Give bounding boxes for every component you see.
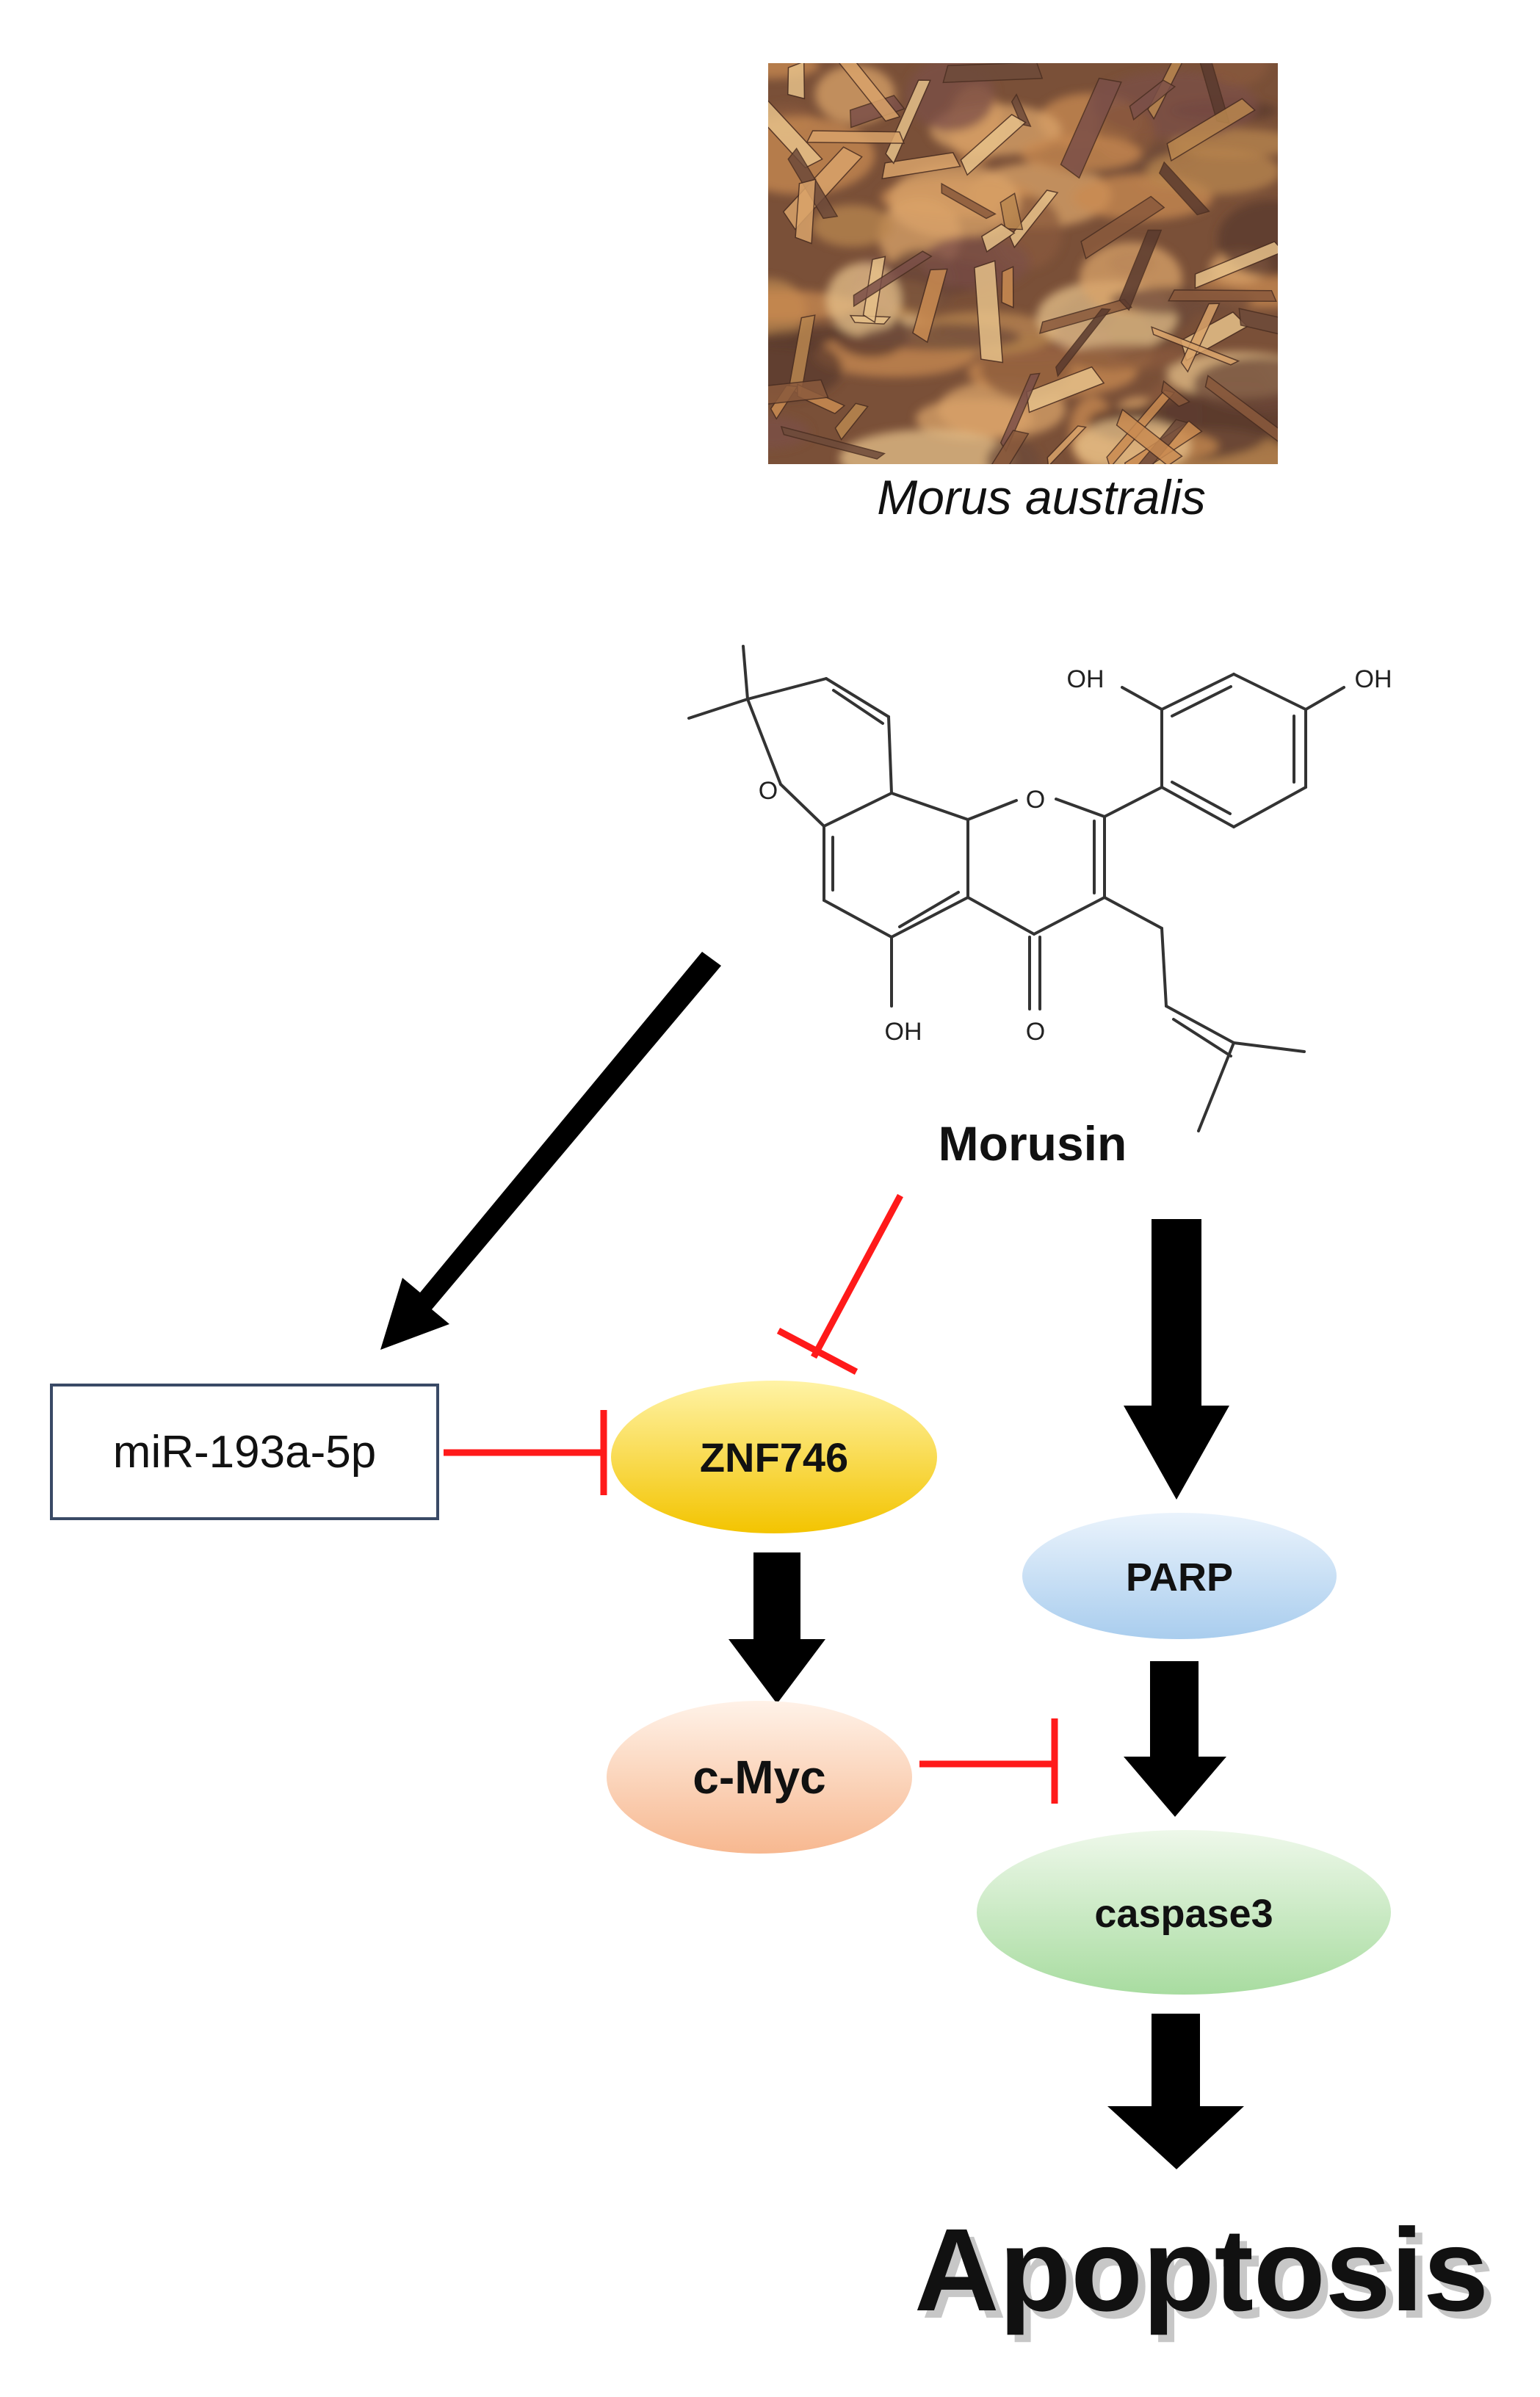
bark-patch: [1207, 63, 1268, 86]
bark-chip: [1238, 308, 1278, 338]
bark-chip: [823, 63, 901, 122]
bark-chip: [1080, 195, 1165, 260]
activation-arrows: [380, 952, 1244, 2169]
bark-chip: [1204, 375, 1278, 446]
bark-chip: [999, 372, 1041, 452]
inhibit-morusin-to-znf746: [776, 1193, 903, 1375]
caspase3-label: caspase3: [1094, 1892, 1273, 1936]
arrow-morusin-to-parp: [1124, 1219, 1229, 1500]
atom-label-oh: OH: [1067, 665, 1105, 693]
atom-label-o: O: [759, 777, 778, 805]
bark-chip: [1160, 380, 1191, 408]
bark-chip: [795, 178, 817, 245]
znf746-node: ZNF746: [611, 1381, 937, 1533]
bark-chip: [960, 114, 1027, 176]
bark-chip: [1129, 79, 1176, 121]
parp-node: PARP: [1022, 1513, 1337, 1639]
cmyc-label: c-Myc: [693, 1751, 825, 1804]
photo-caption: Morus australis: [877, 470, 1205, 524]
bark-chip: [980, 223, 1016, 253]
bark-chip: [942, 63, 1044, 84]
morusin-structure: [687, 645, 1345, 1132]
bark-patch: [1064, 344, 1188, 371]
bark-chip: [1158, 161, 1210, 216]
bark-chip: [1001, 265, 1014, 308]
bark-chip: [853, 250, 933, 308]
arrow-morusin-to-mir: [380, 952, 721, 1350]
atom-label-oh: OH: [1355, 665, 1392, 693]
znf746-label: ZNF746: [700, 1434, 848, 1480]
bark-patch: [839, 429, 1015, 464]
bark-patch: [1193, 357, 1278, 412]
caspase3-node: caspase3: [977, 1830, 1391, 1995]
arrow-caspase-to-apoptosis: [1107, 2014, 1244, 2169]
morusin-label: Morusin: [939, 1116, 1127, 1171]
cmyc-node: c-Myc: [607, 1701, 912, 1854]
bark-chip: [1166, 98, 1256, 162]
parp-label: PARP: [1126, 1555, 1233, 1599]
morus-australis-photo: [768, 63, 1278, 464]
bark-chip: [1194, 241, 1278, 289]
morusin-atom-labels: OH OH OH O O O: [759, 665, 1392, 1046]
bark-patch: [915, 398, 1034, 440]
bark-chip: [983, 430, 1030, 464]
bark-chip: [941, 182, 997, 220]
inhibition-edges: [444, 1193, 1058, 1804]
bark-chip: [834, 402, 869, 441]
bark-chip: [806, 130, 905, 144]
apoptosis-label: Apoptosis: [914, 2204, 1489, 2335]
inhibit-cmyc-to-caspase3: [919, 1718, 1058, 1804]
bark-chip: [1055, 308, 1111, 377]
bark-patch: [888, 163, 1021, 239]
atom-label-o: O: [1026, 1018, 1045, 1046]
atom-label-oh: OH: [885, 1018, 922, 1046]
bark-chip: [1046, 425, 1087, 464]
apoptosis-shadow: Apoptosis: [922, 2211, 1496, 2343]
arrow-parp-to-caspase: [1124, 1661, 1226, 1817]
bark-chip: [1116, 408, 1183, 464]
bark-chip: [881, 151, 961, 180]
arrow-znf-to-cmyc: [729, 1552, 825, 1704]
bark-chip: [1118, 229, 1163, 311]
bark-chip: [768, 379, 829, 410]
bark-chip: [974, 260, 1004, 364]
mir-label: miR-193a-5p: [113, 1427, 376, 1478]
inhibit-mir-to-znf746: [444, 1410, 607, 1495]
bark-patch: [768, 63, 820, 79]
mir-node: miR-193a-5p: [50, 1384, 439, 1520]
bark-chip: [780, 425, 886, 460]
bark-chip: [1060, 77, 1122, 179]
bark-chip: [787, 63, 806, 100]
bark-chip: [1151, 326, 1240, 366]
atom-label-o: O: [1026, 786, 1045, 814]
bark-chip: [912, 268, 948, 344]
bark-chip: [1168, 289, 1277, 302]
